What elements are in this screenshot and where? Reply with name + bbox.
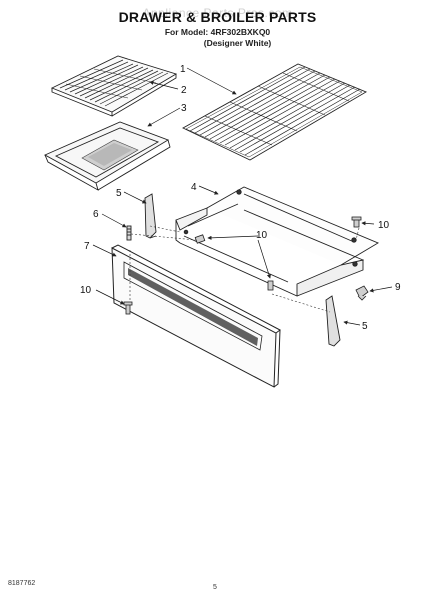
screw-part-10-middle-a xyxy=(194,234,206,244)
assembly-guide-lines xyxy=(129,225,360,313)
drawer-body-part xyxy=(175,186,379,297)
callout-10-top: 10 xyxy=(378,220,390,231)
screw-part-10-top xyxy=(351,216,362,228)
broiler-grid-part xyxy=(50,55,178,117)
screw-part-6 xyxy=(126,225,132,241)
drawer-rail-right-part xyxy=(325,295,341,347)
drawer-rail-left-part xyxy=(144,193,157,239)
callout-3: 3 xyxy=(181,103,187,114)
callout-6: 6 xyxy=(93,209,99,220)
page-number: 5 xyxy=(213,584,217,591)
clip-part-9 xyxy=(355,285,369,301)
callout-4: 4 xyxy=(191,182,197,193)
model-number: For Model: 4RF302BXKQ0 xyxy=(164,27,271,37)
callout-10-middle: 10 xyxy=(256,230,268,241)
callout-5-upper: 5 xyxy=(116,188,122,199)
oven-rack-part xyxy=(182,63,368,161)
drawer-front-part xyxy=(111,244,281,388)
callout-5-lower: 5 xyxy=(362,321,368,332)
page-title: DRAWER & BROILER PARTS xyxy=(118,9,317,25)
callout-7: 7 xyxy=(84,241,90,252)
screw-part-10-middle-b xyxy=(267,280,274,291)
callout-2: 2 xyxy=(181,85,187,96)
callout-9: 9 xyxy=(395,282,401,293)
callout-10-bottom: 10 xyxy=(80,285,92,296)
document-number: 8187762 xyxy=(8,580,36,587)
callout-leaders xyxy=(92,67,393,326)
callout-1: 1 xyxy=(180,64,186,75)
model-color: (Designer White) xyxy=(203,38,272,48)
broiler-pan-part xyxy=(43,121,171,191)
callout-labels: 1 2 3 4 5 5 6 7 9 10 10 10 xyxy=(80,64,401,332)
